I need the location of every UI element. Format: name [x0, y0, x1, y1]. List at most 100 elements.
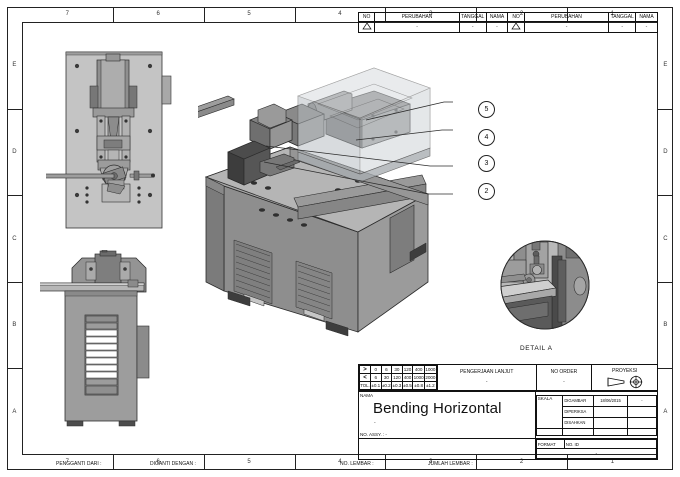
balloon-4: 4: [478, 129, 495, 146]
tol-gt-4: 400: [412, 365, 425, 374]
skala-label: SKALA: [535, 394, 564, 429]
tol-v-5: ±1.2: [423, 381, 437, 390]
title-block-upper: > 0 6 30 120 400 1000 < 6 30 120: [358, 364, 658, 391]
zone-left-D: D: [12, 148, 17, 155]
rev-perubahan-left: -: [374, 21, 460, 33]
digambar-name: -: [626, 394, 658, 407]
rev-h-perubahan-right: PERUBAHAN: [523, 12, 610, 22]
zone-tick: [112, 455, 114, 470]
revision-table: NO PERUBAHAN TANGGAL NAMA NO PERUBAHAN T…: [357, 12, 659, 33]
zone-left-E: E: [12, 62, 17, 69]
no-order-cell: NO ORDER -: [535, 364, 593, 391]
balloon-5: 5: [478, 101, 495, 118]
zone-right-D: D: [663, 148, 668, 155]
tol-tol-label: TOL.: [359, 381, 371, 390]
zone-tick: [203, 7, 205, 22]
tol-v-1: ±0.2: [380, 381, 393, 390]
zone-top-4: 4: [338, 11, 342, 17]
rev-tanggal-right: -: [608, 21, 636, 33]
rev-nama-right: -: [634, 21, 659, 33]
tolerance-row-gt: > 0 6 30 120 400 1000: [359, 365, 437, 374]
sheet-inner-border: [22, 22, 658, 455]
jumlah-lembar-label: JUMLAH LEMBAR :: [428, 461, 473, 467]
tol-lt-3: 400: [401, 373, 414, 382]
title-block: > 0 6 30 120 400 1000 < 6 30 120: [358, 364, 659, 460]
rev-h-nama-right: NAMA: [634, 12, 659, 22]
zone-tick: [7, 108, 22, 110]
pengerjaan-lanjut-cell: PENGERJAAN LANJUT -: [436, 364, 537, 391]
pengganti-dari-label: PENGGANTI DARI :: [56, 461, 102, 467]
rev-h-perubahan-left: PERUBAHAN: [374, 12, 460, 22]
zone-bottom-4: 4: [338, 459, 342, 465]
zone-bottom-2: 2: [519, 459, 524, 465]
zone-tick: [658, 108, 673, 110]
tol-gt-2: 30: [391, 365, 403, 374]
disahkan-label: DISAHKAN: [562, 416, 595, 429]
balloon-3: 3: [478, 155, 495, 172]
tol-lt-1: 30: [380, 373, 393, 382]
approval-cell: SKALA DIGAMBAR 18/06/2015 - DIPERIKSA DI…: [534, 391, 659, 439]
digambar-date: 18/06/2015: [593, 394, 628, 407]
revision-triangle-icon-2: [511, 22, 521, 30]
zone-tick: [294, 455, 296, 470]
format-label: FORMAT: [535, 439, 565, 449]
rev-h-tanggal-right: TANGGAL: [608, 12, 636, 22]
rev-h-no-right: NO: [507, 12, 525, 22]
zone-bottom-1: 1: [610, 459, 615, 465]
tol-lt-0: 6: [369, 373, 382, 382]
tol-gt-1: 6: [380, 365, 393, 374]
rev-h-tanggal-left: TANGGAL: [458, 12, 487, 22]
zone-bottom-6: 6: [156, 459, 161, 465]
zone-right-A: A: [663, 408, 668, 415]
pengerjaan-lanjut-label: PENGERJAAN LANJUT: [460, 369, 514, 375]
format-noid-cell: FORMAT NO. ID -: [534, 438, 659, 460]
tol-lt-label: <: [359, 373, 371, 382]
proyeksi-label: PROYEKSI: [612, 368, 638, 374]
disahkan-date: [593, 416, 628, 429]
zone-tick: [567, 455, 569, 470]
tol-gt-3: 120: [401, 365, 414, 374]
rev-h-no-left: NO: [357, 12, 376, 22]
tol-v-3: ±0.5: [401, 381, 414, 390]
bottom-info-strip: PENGGANTI DARI : DIGANTI DENGAN : NO. LE…: [22, 455, 658, 470]
first-angle-projection-circle-icon: [629, 375, 643, 388]
drawing-name-cell: NAMA Bending Horizontal - NO. ASSY. : -: [358, 391, 536, 439]
nama-label: NAMA: [360, 392, 374, 398]
side-elevation-view: [35, 247, 200, 450]
revision-triangle-icon: [361, 22, 372, 30]
no-lembar-label: NO. LEMBAR :: [340, 461, 374, 467]
pengerjaan-lanjut-value: -: [485, 379, 488, 385]
zone-tick: [112, 7, 114, 22]
disahkan-name: [626, 416, 658, 429]
tol-v-0: ±0.1: [369, 381, 382, 390]
balloon-2: 2: [478, 183, 495, 200]
zone-top-6: 6: [156, 11, 161, 17]
tol-gt-5: 1000: [423, 365, 437, 374]
zone-bottom-5: 5: [247, 459, 251, 465]
diganti-dengan-label: DIGANTI DENGAN :: [150, 461, 196, 467]
no-order-label: NO ORDER: [550, 369, 578, 375]
zone-tick: [476, 455, 478, 470]
drawing-subtitle: -: [374, 420, 376, 426]
zone-tick: [658, 368, 673, 370]
tol-lt-2: 120: [391, 373, 403, 382]
detail-a-label: DETAIL A: [520, 345, 553, 352]
zone-tick: [385, 455, 387, 470]
proyeksi-cell: PROYEKSI: [591, 364, 658, 391]
no-order-value: -: [563, 379, 565, 385]
zone-bottom-7: 7: [65, 459, 70, 465]
title-block-lower: NAMA Bending Horizontal - NO. ASSY. : - …: [358, 391, 659, 460]
zone-tick: [658, 195, 673, 197]
zone-top-5: 5: [247, 11, 251, 17]
sheet-outer-border: [7, 7, 673, 470]
zone-tick: [203, 455, 205, 470]
rev-tri-right: [507, 21, 525, 33]
tolerance-row-lt: < 6 30 120 400 1000 2000: [359, 373, 437, 382]
rev-h-nama-left: NAMA: [485, 12, 509, 22]
zone-bottom-3: 3: [429, 459, 433, 465]
tolerance-table-cell: > 0 6 30 120 400 1000 < 6 30 120: [358, 364, 438, 391]
revision-header-row: NO PERUBAHAN TANGGAL NAMA NO PERUBAHAN T…: [357, 12, 659, 22]
revision-data-row: - - - - - -: [357, 21, 659, 33]
tol-lt-4: 1000: [412, 373, 425, 382]
tol-gt-label: >: [359, 365, 371, 374]
